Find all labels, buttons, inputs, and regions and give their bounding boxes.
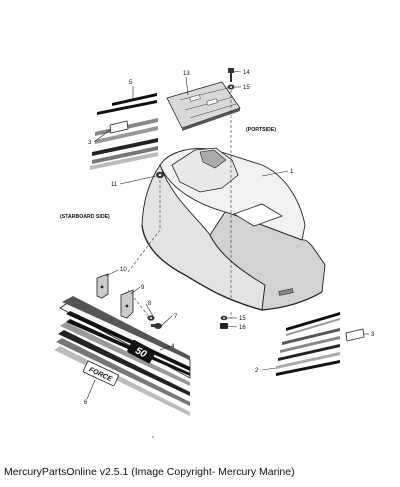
screw-14 — [228, 68, 234, 82]
stray-mark — [152, 436, 154, 438]
leader-lines — [86, 70, 369, 400]
starboard-note: (STARBOARD SIDE) — [60, 214, 110, 220]
washer-15-bottom — [220, 315, 228, 321]
washer-8 — [147, 315, 155, 321]
decal-stripe-5 — [97, 93, 157, 115]
grommet-11 — [156, 171, 164, 179]
callout-6: 6 — [84, 400, 88, 406]
callout-2: 2 — [255, 368, 259, 374]
portside-note: (PORTSIDE) — [246, 127, 276, 133]
callout-1: 1 — [290, 169, 294, 175]
side-decal-4: 50 — [54, 296, 191, 416]
callout-8: 8 — [148, 301, 152, 307]
callout-3-upper: 3 — [88, 140, 92, 146]
callout-15-top: 15 — [243, 85, 250, 91]
callout-16: 16 — [239, 325, 246, 331]
callout-7: 7 — [174, 314, 178, 320]
callout-11: 11 — [111, 182, 118, 188]
callout-5: 5 — [129, 80, 133, 86]
top-cowl-1 — [141, 147, 326, 311]
callout-3-lower: 3 — [371, 332, 375, 338]
washer-15-top — [227, 84, 235, 90]
callout-4: 4 — [171, 344, 175, 350]
decal-hp-text: 50 — [133, 345, 148, 360]
screw-7 — [151, 323, 162, 329]
callout-15-bottom: 15 — [239, 316, 246, 322]
decal-stripe-2 — [276, 312, 340, 376]
nut-16 — [220, 323, 228, 329]
callout-13: 13 — [183, 71, 190, 77]
decal-3-upper — [109, 120, 129, 134]
bracket-10 — [96, 273, 109, 299]
callout-numbers: 1 2 3 3 4 5 6 7 8 9 10 11 13 14 15 15 16 — [84, 70, 375, 406]
callout-9: 9 — [141, 285, 145, 291]
decal-3-lower — [345, 328, 365, 342]
callout-10: 10 — [120, 267, 127, 273]
image-caption: MercuryPartsOnline v2.5.1 (Image Copyrig… — [4, 466, 295, 478]
access-cover-13 — [166, 81, 241, 131]
callout-14: 14 — [243, 70, 250, 76]
bracket-9 — [120, 289, 134, 319]
